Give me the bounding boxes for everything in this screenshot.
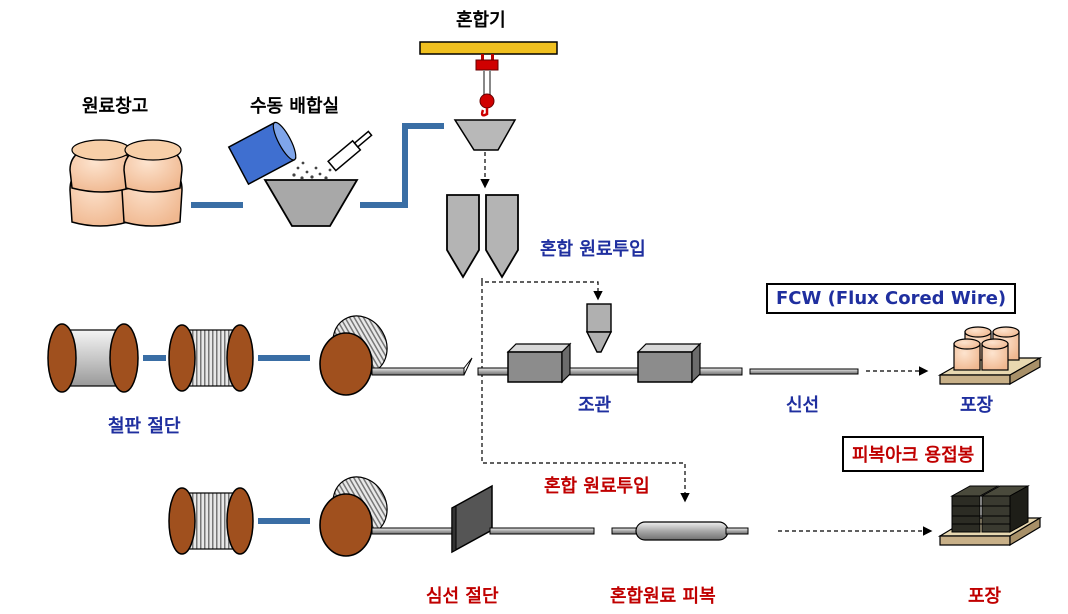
label-forming: 조관	[578, 395, 612, 416]
feed-line-fcw	[481, 278, 603, 301]
label-steel-cut: 철판 절단	[108, 416, 181, 437]
label-feed-mix-fcw: 혼합 원료투입	[540, 239, 646, 260]
label-raw-storage: 원료창고	[82, 96, 149, 117]
label-manual-mixing: 수동 배합실	[250, 96, 340, 117]
steel-coil-spool-3	[319, 315, 388, 396]
sma-package	[937, 485, 1043, 547]
cut-core-wire	[489, 527, 595, 535]
fcw-title-box: FCW (Flux Cored Wire)	[766, 283, 1017, 314]
steel-coil-spool-1	[47, 323, 139, 393]
mixer-crane	[419, 41, 558, 151]
fcw-package	[937, 326, 1043, 386]
label-feed-mix-sma: 혼합 원료투입	[544, 476, 650, 497]
coated-electrode	[611, 521, 749, 541]
label-drawing: 신선	[786, 395, 820, 416]
label-packaging-sma: 포장	[968, 586, 1002, 607]
label-coating: 혼합원료 피복	[610, 586, 716, 607]
label-mixer: 혼합기	[456, 10, 506, 31]
sma-title-box: 피복아크 용접봉	[842, 436, 985, 472]
core-wire-spool-1	[168, 487, 254, 555]
feed-funnel	[585, 303, 613, 353]
forming-machine	[506, 342, 743, 384]
label-core-cut: 심선 절단	[426, 586, 499, 607]
label-packaging-fcw: 포장	[960, 395, 994, 416]
steel-coil-spool-2	[168, 324, 254, 392]
manual-mixing-station	[227, 121, 373, 227]
connector-mixing-mixer	[360, 123, 444, 208]
drawn-wire	[749, 368, 859, 375]
core-wire-spool-2	[319, 476, 388, 557]
raw-material-sacks	[69, 139, 183, 227]
feed-line-sma	[481, 282, 690, 503]
twin-hoppers	[446, 194, 519, 279]
cutter-plate	[451, 484, 493, 554]
